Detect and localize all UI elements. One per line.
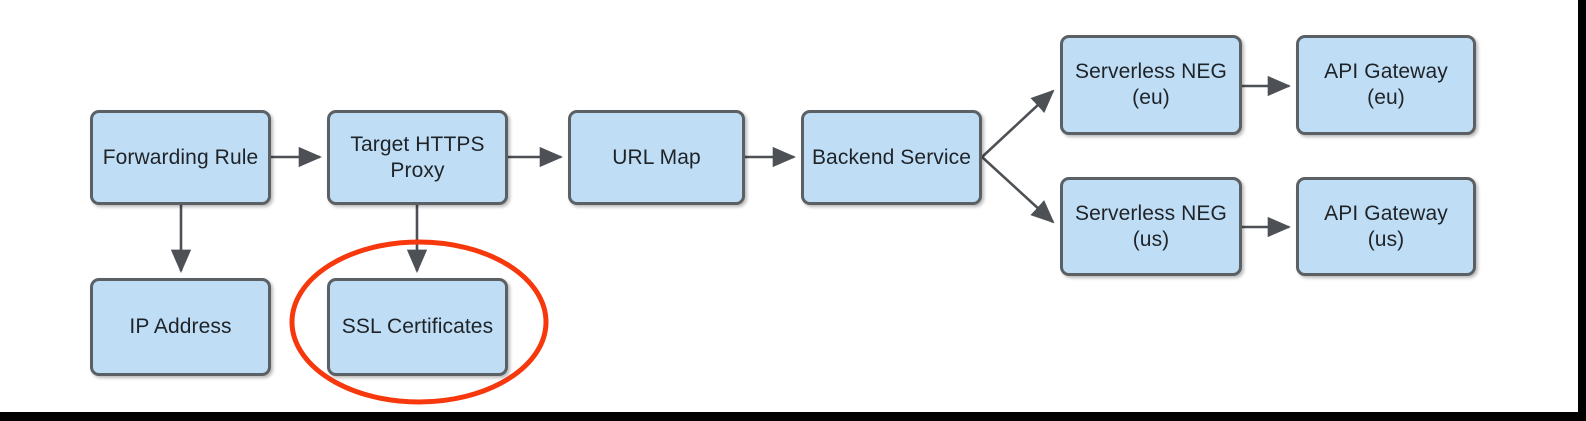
ssl-highlight-ellipse <box>289 239 549 405</box>
node-serverless-neg-eu[interactable]: Serverless NEG (eu) <box>1060 35 1242 135</box>
node-ip-address[interactable]: IP Address <box>90 278 271 376</box>
edge-backend-to-neg-us <box>981 156 1055 224</box>
right-frame-border <box>1578 0 1586 421</box>
node-label: Forwarding Rule <box>102 145 259 169</box>
node-label: SSL Certificates <box>341 315 494 339</box>
node-api-gateway-eu[interactable]: API Gateway (eu) <box>1296 35 1476 135</box>
node-label: Target HTTPS Proxy <box>350 132 485 182</box>
edge-backend-to-neg-eu <box>981 89 1055 158</box>
node-backend-service[interactable]: Backend Service <box>801 110 982 205</box>
node-url-map[interactable]: URL Map <box>568 110 745 205</box>
bottom-frame-border <box>0 412 1586 421</box>
node-serverless-neg-us[interactable]: Serverless NEG (us) <box>1060 177 1242 276</box>
node-label: IP Address <box>129 315 232 339</box>
node-label: Serverless NEG (us) <box>1075 201 1227 251</box>
node-forwarding-rule[interactable]: Forwarding Rule <box>90 110 271 205</box>
node-ssl-certificates[interactable]: SSL Certificates <box>327 278 508 376</box>
node-label: API Gateway (us) <box>1324 201 1448 251</box>
node-label: Backend Service <box>811 145 972 169</box>
node-label: URL Map <box>612 145 701 169</box>
node-label: API Gateway (eu) <box>1324 60 1448 109</box>
node-api-gateway-us[interactable]: API Gateway (us) <box>1296 177 1476 276</box>
node-target-https-proxy[interactable]: Target HTTPS Proxy <box>327 110 508 205</box>
node-label: Serverless NEG (eu) <box>1075 60 1227 109</box>
